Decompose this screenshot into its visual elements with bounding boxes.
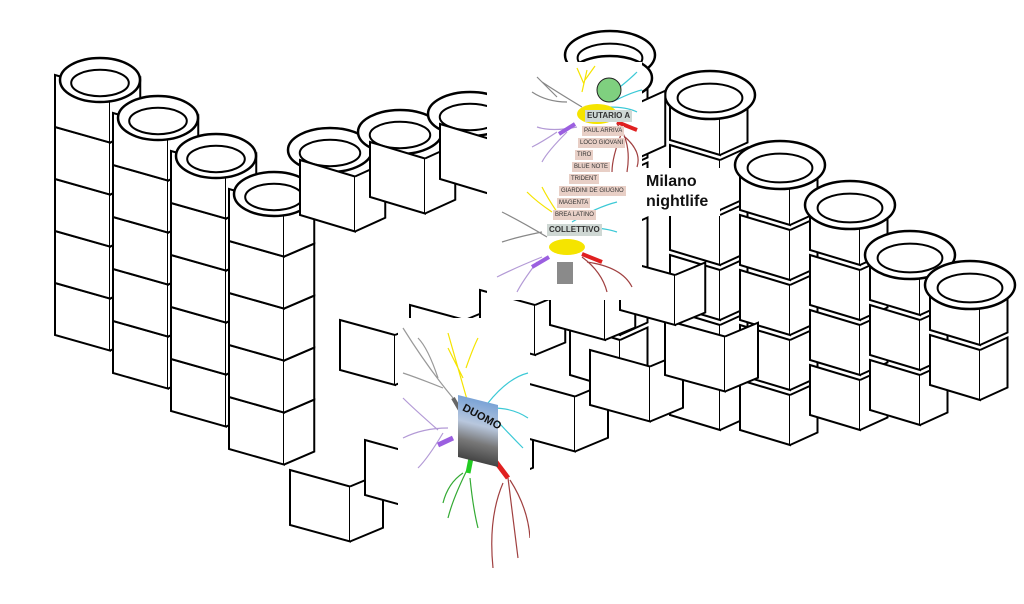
- block-top-ring: [58, 56, 142, 104]
- mindmap-step: TRIDENT: [569, 174, 599, 184]
- block: [514, 378, 609, 453]
- mindmap-nightlife-panel: EUTARIO A PAUL ARRIVA LOCO GIOVANI TIRO …: [487, 62, 643, 300]
- milano-nightlife-title: Milano nightlife: [642, 168, 720, 216]
- block: [228, 395, 316, 466]
- mindmap-step: BLUE NOTE: [572, 162, 611, 172]
- block: [739, 378, 819, 447]
- mindmap-secondary-node: COLLETTIVO: [547, 224, 602, 236]
- block: [228, 291, 316, 362]
- mindmap-nightlife-branches: [496, 65, 643, 293]
- block: [664, 318, 759, 393]
- mindmap-step: PAUL ARRIVA: [582, 126, 625, 136]
- block: [929, 333, 1009, 402]
- block-top-ring: [923, 259, 1017, 311]
- block: [228, 343, 316, 414]
- block-top-ring: [116, 94, 200, 142]
- block-top-ring: [663, 69, 757, 121]
- block-top-ring: [733, 139, 827, 191]
- block-top-ring: [863, 229, 957, 281]
- block-top-ring: [803, 179, 897, 231]
- block: [739, 213, 819, 282]
- mindmap-step: MAGENTA: [557, 198, 591, 208]
- mindmap-step: GIARDINI DE GIUGNO: [559, 186, 626, 196]
- mindmap-step: BREA LATINO: [553, 210, 596, 220]
- mindmap-step: TIRO: [575, 150, 594, 160]
- mindmap-step: LOCO GIOVANI: [578, 138, 626, 148]
- mindmap-central-node: EUTARIO A: [585, 110, 633, 122]
- block: [299, 158, 387, 233]
- block-top-ring: [174, 132, 258, 180]
